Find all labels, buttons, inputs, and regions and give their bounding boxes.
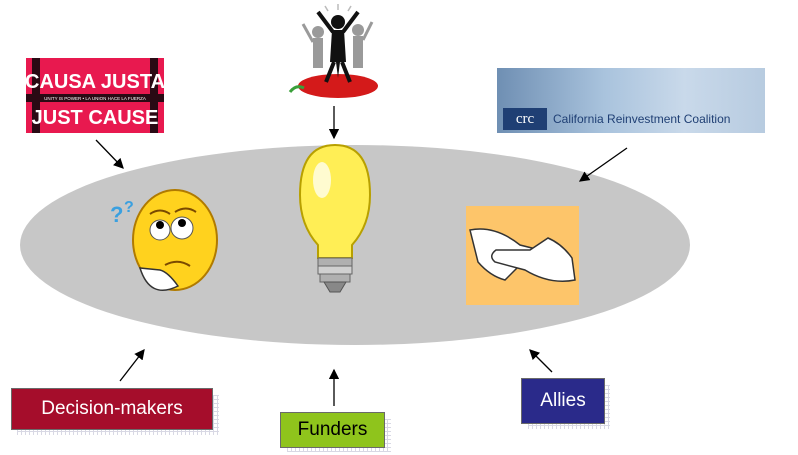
crc-name: California Reinvestment Coalition xyxy=(553,112,731,126)
handshake-icon xyxy=(466,206,579,305)
arrow-allies xyxy=(529,349,553,373)
arrow-decision-makers xyxy=(119,348,145,382)
crc-logo: crc California Reinvestment Coalition xyxy=(497,68,765,133)
crc-abbr: crc xyxy=(503,108,547,130)
arrow-crc xyxy=(578,147,628,182)
causa-justa-line2: JUST CAUSE xyxy=(32,107,159,129)
allies-label: Allies xyxy=(521,378,605,424)
causa-justa-logo: CAUSA JUSTA UNITY IS POWER • LA UNION HA… xyxy=(25,58,165,133)
causa-justa-tagline: UNITY IS POWER • LA UNION HACE LA FUERZA xyxy=(44,96,146,101)
thinking-face-icon: ? ? xyxy=(110,189,218,291)
causa-justa-line1: CAUSA JUSTA xyxy=(26,71,164,93)
funders-label: Funders xyxy=(280,412,385,448)
lightbulb-icon xyxy=(298,143,372,293)
arrow-causa-justa xyxy=(95,139,124,169)
svg-text:?: ? xyxy=(124,199,134,216)
decision-makers-label: Decision-makers xyxy=(11,388,213,430)
svg-text:?: ? xyxy=(110,202,123,227)
cheering-crowd-icon xyxy=(288,4,378,98)
